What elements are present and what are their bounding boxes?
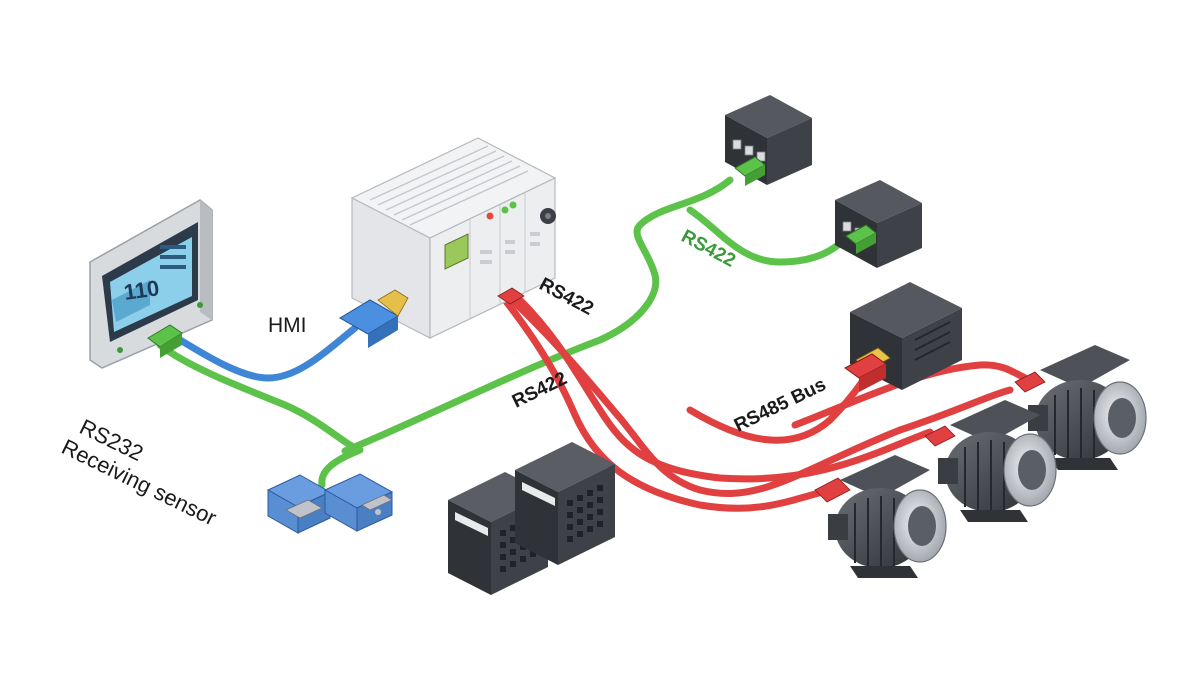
field-device-icon <box>725 95 812 186</box>
motor-icon <box>1014 345 1147 470</box>
motor-icon <box>814 455 947 578</box>
db9-connector-icon <box>323 473 394 532</box>
red-cable-c <box>501 296 834 512</box>
field-device-icon <box>835 180 922 268</box>
red-cable-rs485 <box>686 378 866 444</box>
plc-controller-icon <box>339 137 557 348</box>
field-device-icon <box>844 282 962 392</box>
hmi-panel-icon: 110 <box>89 199 213 369</box>
cables <box>156 176 1029 512</box>
red-cable-a <box>506 294 1014 497</box>
green-cable-hmi <box>156 341 364 489</box>
green-cable-branch <box>686 206 849 266</box>
green-cable-upper <box>341 176 734 455</box>
label-hmi: HMI <box>268 314 307 337</box>
power-supply-icon <box>515 442 615 565</box>
hmi-screen-readout: 110 <box>122 275 161 305</box>
red-cable-d <box>791 361 1029 429</box>
label-rs422-plc: RS422 <box>536 274 597 320</box>
red-cable-b <box>516 296 934 483</box>
motor-icon <box>924 400 1057 522</box>
blue-cable-hmi-plc <box>168 324 359 382</box>
label-rs422-green: RS422 <box>678 226 739 272</box>
